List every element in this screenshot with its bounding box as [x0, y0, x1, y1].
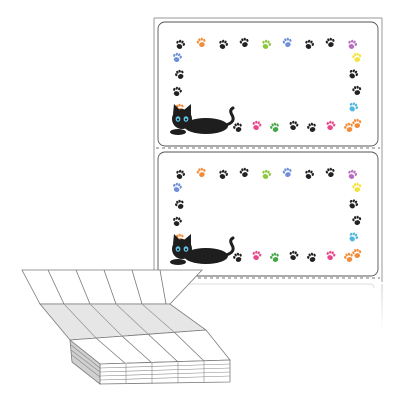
label-outline [157, 21, 379, 147]
paw-print-label [157, 21, 379, 147]
label-outline [157, 151, 379, 277]
fanfold-stack [21, 269, 231, 385]
cat-icon [170, 104, 235, 135]
cat-icon [170, 234, 235, 265]
paw-print-label [157, 151, 379, 277]
